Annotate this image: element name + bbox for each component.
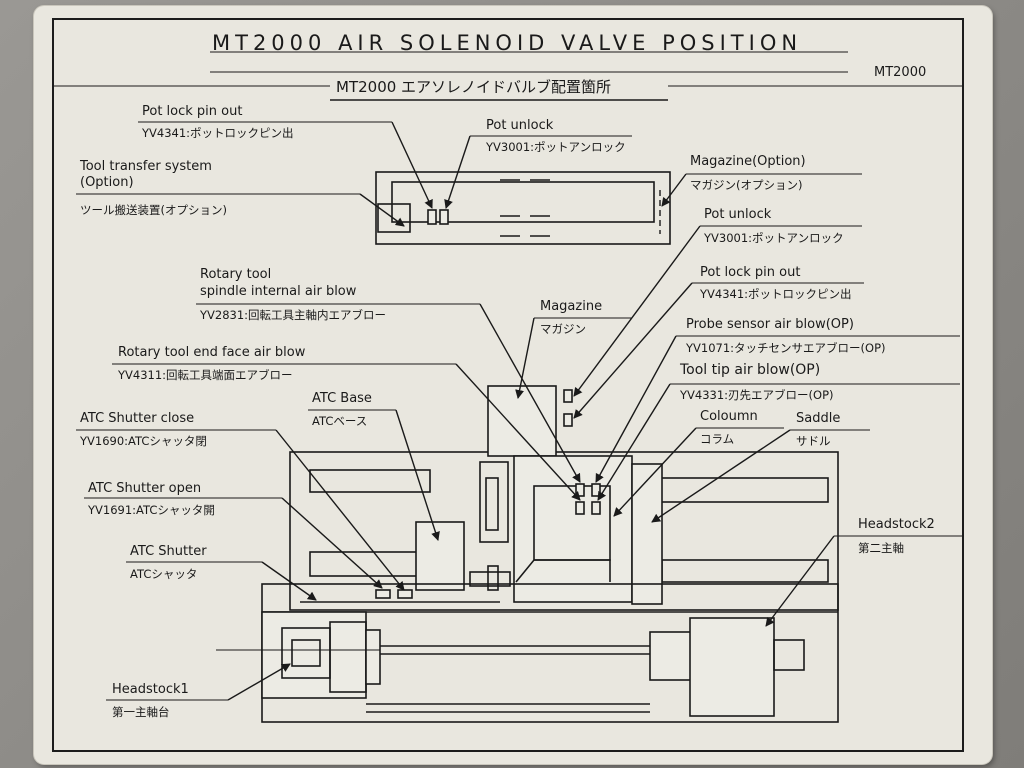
valve-pot-unlock [563,413,573,427]
japanese-title: MT2000 エアソレノイドバルブ配置箇所 [336,78,611,96]
headstock2-shape [689,617,775,717]
valve-tool-tip [591,501,601,515]
column-shape [513,455,633,603]
headstock1-shape [261,611,367,699]
tool-transfer-option: (Option) [80,175,134,190]
rotary-internal-label-2: spindle internal air blow [200,284,357,299]
valve-pot-lock [563,389,573,403]
rotary-end-face-label: Rotary tool end face air blow [118,345,306,360]
atc-base-label: ATC Base [312,391,372,406]
valve-shutter-close [375,589,391,599]
saddle-jp: サドル [796,434,831,448]
probe-sensor-code: YV1071:タッチセンサエアブロー(OP) [685,341,886,355]
atc-base-jp: ATCベース [312,414,367,428]
pot-unlock-top-label: Pot unlock [486,118,554,133]
pot-unlock-top-code: YV3001:ポットアンロック [485,140,626,154]
magazine-option-label: Magazine(Option) [690,154,806,169]
atc-shutter-close-code: YV1690:ATCシャッタ閉 [79,434,207,448]
atc-shutter-open-code: YV1691:ATCシャッタ開 [87,503,215,517]
rotary-internal-code: YV2831:回転工具主軸内エアブロー [199,308,386,322]
valve-rotary-a [575,483,585,497]
bed-and-spindles [216,583,839,723]
magazine-label: Magazine [540,299,602,314]
atc-shutter-open-label: ATC Shutter open [88,481,201,496]
machine-body [289,385,839,611]
leader-arrows [227,121,835,701]
probe-sensor-label: Probe sensor air blow(OP) [686,317,854,332]
magazine-jp: マガジン [540,322,586,336]
saddle-shape [631,463,663,605]
pot-lock-right-code: YV4341:ポットロックピン出 [699,287,852,301]
valve-end-face [575,501,585,515]
headstock2-jp: 第二主軸 [858,541,904,555]
plate-border [52,18,964,752]
pot-lock-top-code: YV4341:ポットロックピン出 [141,126,294,140]
tool-tip-code: YV4331:刃先エアブロー(OP) [679,388,834,402]
valve-rotary-b [591,483,601,497]
main-title: MT2000 AIR SOLENOID VALVE POSITION [212,31,802,55]
pot-lock-top-label: Pot lock pin out [142,104,242,119]
valve-shutter-open [397,589,413,599]
tool-tip-label: Tool tip air blow(OP) [679,362,820,378]
atc-shutter-label: ATC Shutter [130,544,207,559]
headstock1-jp: 第一主軸台 [112,705,170,719]
atc-base-shape [415,521,465,591]
coloumn-jp: コラム [700,432,734,446]
corner-model-label: MT2000 [874,65,926,80]
headstock1-label: Headstock1 [112,682,189,697]
tool-transfer-jp: ツール搬送装置(オプション) [80,203,227,217]
pot-unlock-right-label: Pot unlock [704,207,772,222]
saddle-label: Saddle [796,411,840,426]
headstock2-label: Headstock2 [858,517,935,532]
rotary-end-face-code: YV4311:回転工具端面エアブロー [117,368,293,382]
label-plate [34,6,992,764]
pot-unlock-right-code: YV3001:ポットアンロック [703,231,844,245]
tool-transfer-label: Tool transfer system [79,159,212,174]
magazine-option-shape [375,171,671,245]
rotary-internal-label-1: Rotary tool [200,267,271,282]
pot-lock-right-label: Pot lock pin out [700,265,800,280]
magazine-option-jp: マガジン(オプション) [690,178,802,192]
atc-shutter-close-label: ATC Shutter close [80,411,194,426]
atc-shutter-jp: ATCシャッタ [130,567,197,581]
coloumn-label: Coloumn [700,409,758,424]
